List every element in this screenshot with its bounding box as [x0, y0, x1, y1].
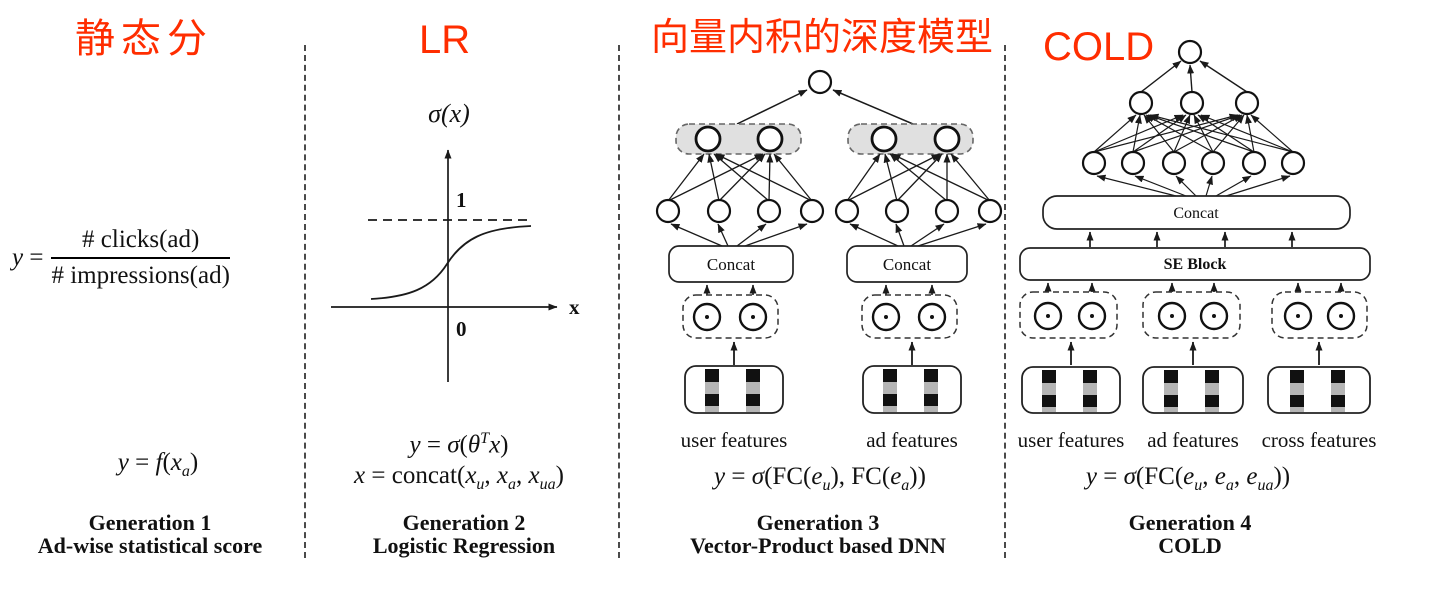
gen1-formula: y = f(xa)	[117, 449, 199, 480]
gen4-concat-label: Concat	[1173, 205, 1219, 222]
gen3-hidden-neurons	[655, 198, 1003, 224]
sigmoid-curve	[370, 225, 532, 300]
gen3-left-hidden-arrows	[667, 153, 813, 202]
gen3-ad-features-label: ad features	[866, 428, 958, 452]
gen4-feature-arrows	[1067, 341, 1323, 365]
gen4-caption-line1: Generation 4	[1128, 510, 1252, 535]
column-divider-3	[1004, 45, 1006, 558]
gen3-embedding-neurons	[694, 125, 961, 153]
fraction-denominator: # impressions(ad)	[51, 262, 230, 289]
gen4-cross-features-label: cross features	[1262, 428, 1377, 452]
zero-label: 0	[456, 317, 467, 341]
gen3-right-hidden-arrows	[846, 153, 991, 202]
gen4-network-diagram: Concat SE Block	[1018, 39, 1377, 452]
annotation-gen1: 静态分	[75, 17, 213, 61]
gen3-user-features-label: user features	[681, 428, 788, 452]
gen3-caption: Generation 3 Vector-Product based DNN	[690, 511, 946, 557]
column-divider-2	[618, 45, 620, 558]
gen4-concat-fan-arrows	[1096, 174, 1291, 197]
gen2-formula-2: x = concat(xu, xa, xua)	[354, 462, 564, 493]
gen3-user-feature-box	[684, 365, 784, 414]
gen2-caption-line1: Generation 2	[402, 510, 526, 535]
gen2-caption-line2: Logistic Regression	[372, 533, 556, 558]
gen4-output-arrows	[1140, 60, 1248, 93]
gen3-concat-right-label: Concat	[883, 255, 931, 274]
gen3-formula: y = σ(FC(eu), FC(ea))	[714, 463, 926, 494]
sigmoid-xlabel: x	[569, 295, 580, 319]
gen3-output-neuron	[807, 69, 833, 95]
gen4-se-to-concat-arrows	[1086, 231, 1296, 247]
gen4-cross-feature-box	[1267, 366, 1371, 414]
output-arrows	[736, 89, 914, 125]
gen4-user-features-label: user features	[1018, 428, 1125, 452]
annotation-gen3: 向量内积的深度模型	[651, 17, 994, 59]
gen4-formula: y = σ(FC(eu, ea, eua))	[1085, 463, 1291, 494]
gen3-concat-left-box	[668, 245, 794, 283]
column-divider-1	[304, 45, 306, 558]
gen4-se-block-label: SE Block	[1164, 256, 1227, 273]
gen4-ad-feature-box	[1142, 366, 1244, 414]
gen4-concat-box	[1042, 195, 1351, 230]
fraction: # clicks(ad) # impressions(ad)	[51, 226, 230, 290]
gen1-caption: Generation 1 Ad-wise statistical score	[38, 511, 262, 557]
gen3-caption-line2: Vector-Product based DNN	[690, 533, 946, 558]
gen3-concat-fan-arrows	[670, 223, 987, 247]
gen4-ad-features-label: ad features	[1147, 428, 1239, 452]
gen1-caption-line2: Ad-wise statistical score	[37, 533, 263, 558]
inner-product-icon	[692, 302, 947, 332]
gen4-layer2-neurons	[1128, 90, 1260, 116]
gen3-network-diagram: Concat Concat	[655, 69, 1003, 452]
gen1-statistical-formula: y = # clicks(ad) # impressions(ad)	[12, 226, 230, 290]
gen4-caption-line2: COLD	[1158, 533, 1222, 558]
gen2-caption: Generation 2 Logistic Regression	[373, 511, 555, 557]
gen2-formula-1: y = σ(θTx)	[409, 430, 509, 459]
gen3-feature-arrows	[730, 341, 916, 365]
annotation-gen4: COLD	[1043, 25, 1155, 69]
gen3-caption-line1: Generation 3	[756, 510, 880, 535]
gen4-user-feature-box	[1021, 366, 1121, 414]
gen1-caption-line1: Generation 1	[88, 510, 212, 535]
fraction-numerator: # clicks(ad)	[51, 226, 230, 259]
sigmoid-ylabel: σ(x)	[428, 99, 470, 128]
gen3-concat-right-box	[846, 245, 968, 283]
gen3-concat-left-label: Concat	[707, 255, 755, 274]
gen3-ad-feature-box	[862, 365, 962, 414]
fraction-lhs: y =	[12, 244, 44, 271]
gen4-output-neuron	[1177, 39, 1203, 65]
one-label: 1	[456, 188, 467, 212]
inner-product-icon	[1033, 301, 1356, 331]
gen4-hidden-connections	[1093, 113, 1294, 153]
annotation-gen2: LR	[419, 18, 471, 62]
gen4-se-block-box	[1019, 247, 1371, 281]
gen4-layer3-neurons	[1081, 150, 1306, 176]
sigmoid-plot: σ(x) 1 0 x	[331, 99, 580, 382]
gen4-caption: Generation 4 COLD	[1129, 511, 1252, 557]
